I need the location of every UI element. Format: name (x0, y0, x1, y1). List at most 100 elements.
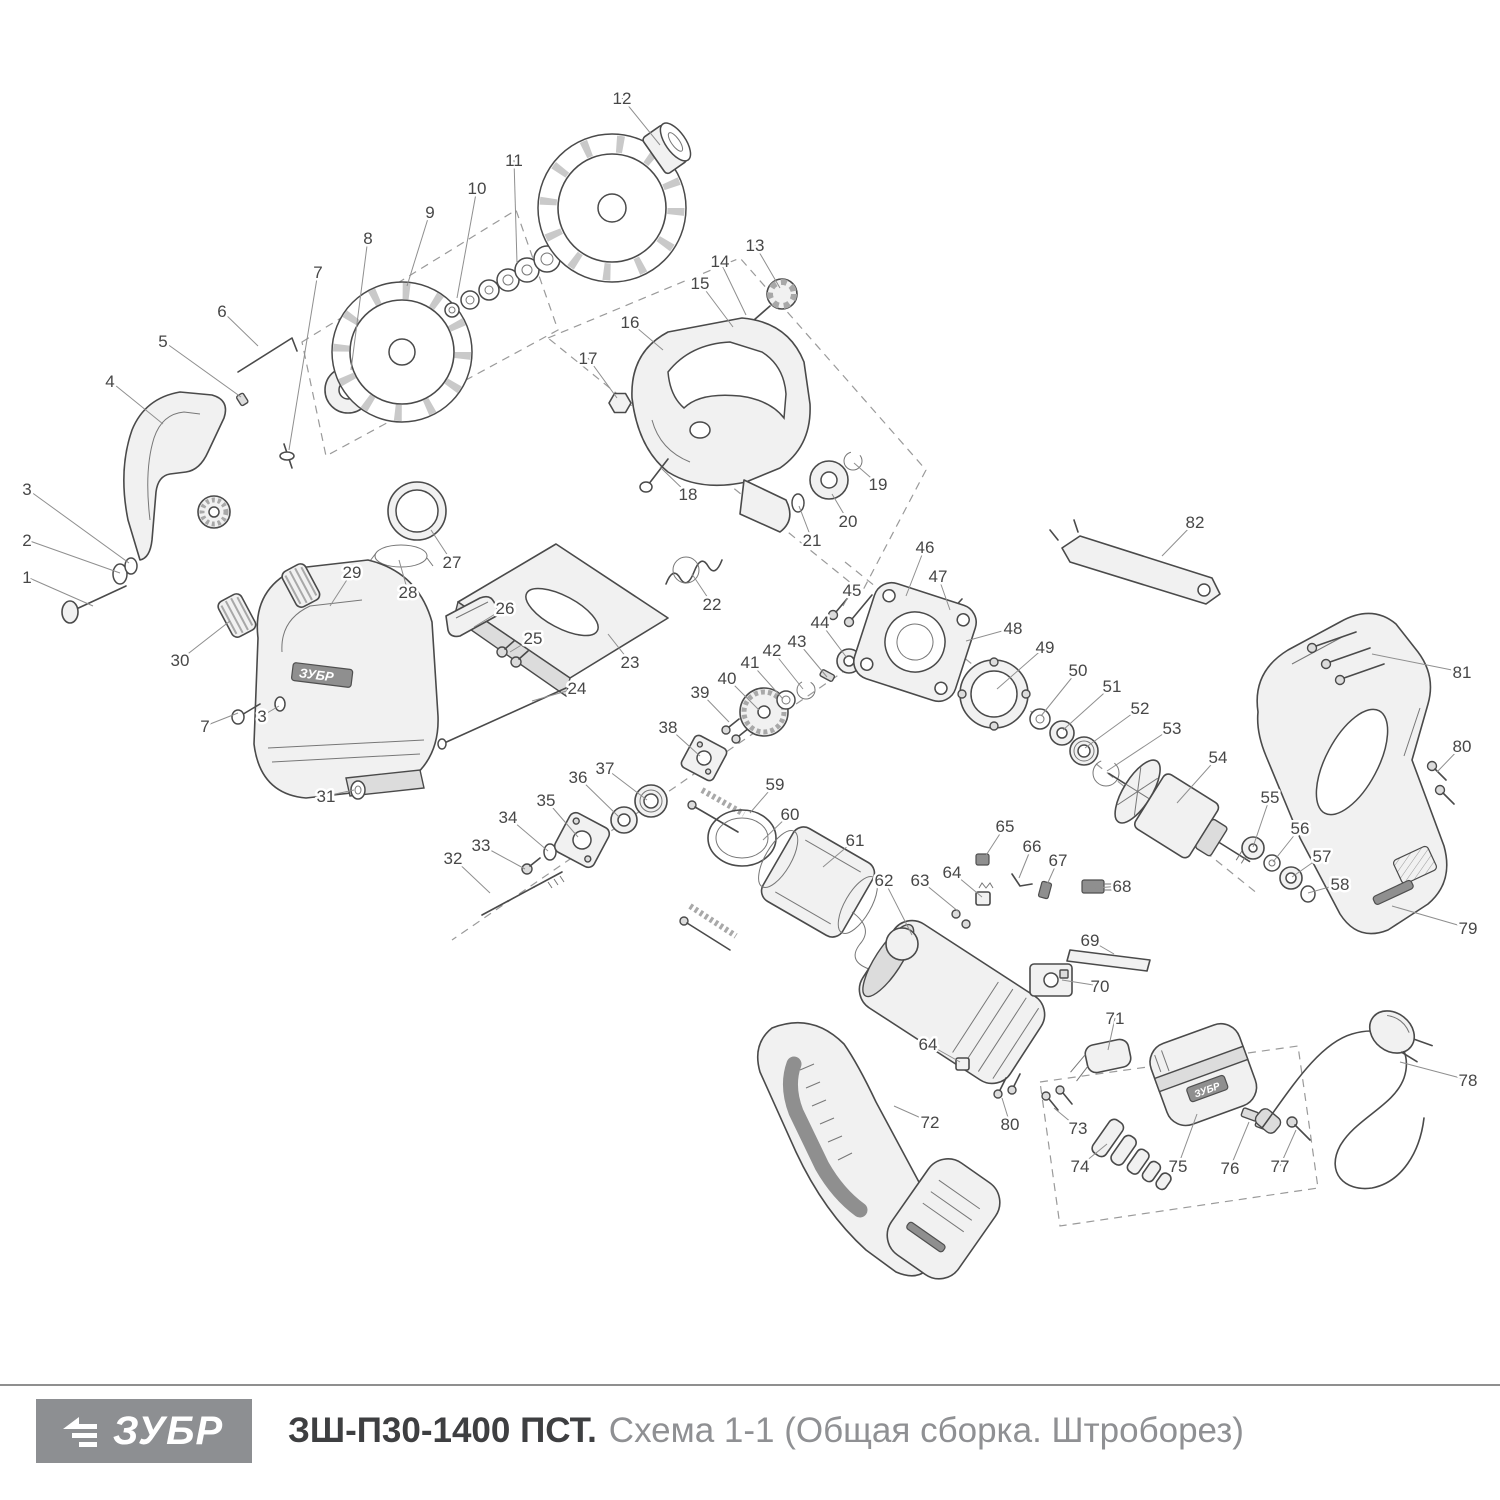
part-diamond-blade-small (331, 281, 473, 423)
part-label-68: 68 (1113, 877, 1132, 896)
part-label-13: 13 (746, 236, 765, 255)
leader-line-9 (406, 211, 431, 287)
leader-line-80 (1001, 1097, 1011, 1125)
part-washer-31 (350, 780, 366, 800)
part-label-31: 31 (317, 787, 336, 806)
part-label-45: 45 (843, 581, 862, 600)
leader-line-33 (480, 844, 526, 870)
part-label-60: 60 (781, 805, 800, 824)
part-label-58: 58 (1331, 875, 1350, 894)
part-label-77: 77 (1271, 1157, 1290, 1176)
part-hex-key (237, 337, 298, 373)
leader-line-47 (937, 575, 951, 611)
leader-line-23 (607, 633, 631, 663)
part-label-72: 72 (921, 1113, 940, 1132)
part-knurled-rollers (217, 563, 321, 638)
leader-line-21 (798, 505, 813, 541)
part-roller-19-21 (791, 451, 863, 513)
part-label-73: 73 (1069, 1119, 1088, 1138)
part-label-14: 14 (711, 252, 730, 271)
part-side-handle (123, 391, 231, 561)
part-label-63: 63 (911, 871, 930, 890)
leader-line-38 (667, 726, 701, 757)
part-motor-housing (858, 919, 1046, 1085)
part-label-36: 36 (569, 768, 588, 787)
part-label-18: 18 (679, 485, 698, 504)
part-bolt-7b (231, 696, 286, 725)
leader-line-53 (1106, 727, 1173, 772)
part-label-10: 10 (468, 179, 487, 198)
part-bearing-cover (957, 657, 1031, 731)
schematic-title-line: ЗШ-П30-1400 ПСТ.Схема 1-1 (Общая сборка.… (288, 1411, 1244, 1451)
part-label-40: 40 (718, 669, 737, 688)
part-label-52: 52 (1131, 699, 1150, 718)
schematic-model: ЗШ-П30-1400 ПСТ. (288, 1411, 597, 1450)
part-stator (758, 826, 878, 938)
part-rear-bearing-set (1241, 836, 1316, 903)
exploded-diagram: ЗУБР (22, 89, 1478, 1280)
leader-line-10 (456, 187, 478, 299)
part-label-55: 55 (1261, 788, 1280, 807)
leader-line-67 (1045, 859, 1059, 888)
part-label-66: 66 (1023, 837, 1042, 856)
title-block: ЗУБР ЗШ-П30-1400 ПСТ.Схема 1-1 (Общая сб… (36, 1399, 1480, 1463)
part-screws-81 (1306, 631, 1385, 686)
leader-line-45 (842, 589, 853, 607)
part-label-65: 65 (996, 817, 1015, 836)
part-diamond-blade-large (537, 122, 692, 283)
leader-line-60 (762, 813, 791, 841)
leader-line-51 (1062, 685, 1113, 731)
leader-line-11 (513, 159, 518, 264)
leader-line-62 (883, 879, 913, 936)
leader-line-66 (1018, 845, 1033, 879)
part-label-64: 64 (943, 863, 962, 882)
leader-line-81 (1371, 653, 1463, 673)
leader-line-4 (109, 380, 164, 425)
leader-line-46 (905, 546, 926, 597)
motor-boss (885, 927, 919, 961)
part-label-28: 28 (399, 583, 418, 602)
leader-line-72 (893, 1105, 931, 1123)
part-label-6: 6 (217, 302, 226, 321)
part-cord-guard (1091, 1118, 1172, 1191)
leader-line-55 (1252, 796, 1271, 848)
part-capacitor (1070, 1038, 1132, 1082)
zubr-logo: ЗУБР (36, 1399, 252, 1463)
leader-line-25 (509, 637, 534, 653)
leader-line-3 (26, 488, 130, 564)
part-label-82: 82 (1186, 513, 1205, 532)
part-gearbox-housing (853, 581, 977, 703)
leader-line-52 (1084, 707, 1141, 749)
part-label-17: 17 (579, 349, 598, 368)
leader-line-36 (577, 776, 621, 819)
leader-line-3 (261, 705, 280, 717)
leader-line-64 (927, 1043, 961, 1063)
part-label-39: 39 (691, 683, 710, 702)
leader-line-70 (1061, 979, 1101, 987)
leader-line-57 (1291, 855, 1323, 878)
part-label-41: 41 (741, 653, 760, 672)
leader-line-76 (1229, 1121, 1250, 1169)
part-nut-17 (608, 392, 632, 414)
part-label-22: 22 (703, 595, 722, 614)
part-guide-clamp (445, 595, 501, 638)
part-label-37: 37 (596, 759, 615, 778)
leader-line-2 (26, 539, 121, 574)
part-spring-22 (665, 556, 723, 585)
part-label-49: 49 (1036, 638, 1055, 657)
leader-line-16 (629, 321, 664, 351)
leader-line-30 (179, 620, 231, 661)
part-label-11: 11 (505, 151, 523, 170)
part-power-cord (1254, 1010, 1433, 1190)
zubr-logo-text: ЗУБР (112, 1408, 224, 1453)
leader-line-69 (1089, 939, 1115, 955)
leader-line-44 (819, 621, 848, 659)
part-dust-port (369, 481, 447, 568)
part-label-8: 8 (363, 229, 372, 248)
guard-brand-text: ЗУБР (298, 665, 334, 684)
leader-line-54 (1176, 756, 1219, 804)
part-label-51: 51 (1103, 677, 1122, 696)
leader-line-68 (1094, 885, 1123, 889)
leader-line-63 (919, 879, 960, 913)
leader-line-12 (621, 97, 661, 146)
